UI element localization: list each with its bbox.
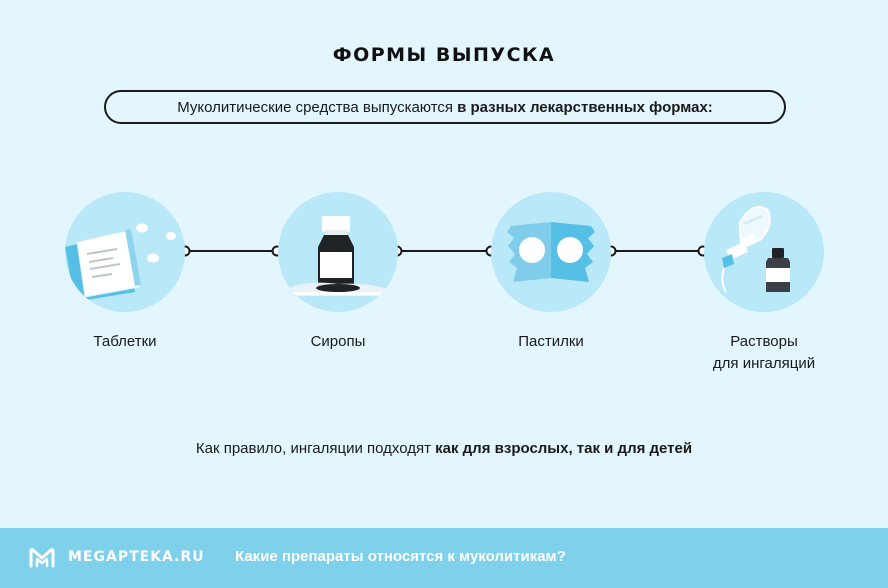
form-label-inhalation: Растворы для ингаляций <box>664 331 864 375</box>
page-title: ФОРМЫ ВЫПУСКА <box>332 44 556 66</box>
form-label-syrups: Сиропы <box>310 333 366 350</box>
inhalation-note: Как правило, ингаляции подходят как для … <box>0 440 888 457</box>
form-label-inhalation-line1: Растворы <box>730 333 798 350</box>
intro-banner: Муколитические средства выпускаются в ра… <box>104 90 786 124</box>
syrup-bottle-icon <box>278 192 398 312</box>
form-label-inhalation-line2: для ингаляций <box>712 355 816 372</box>
inhaler-solution-icon <box>704 192 824 312</box>
note-text: Как правило, ингаляции подходят <box>195 440 431 457</box>
megapteka-logo-icon[interactable] <box>28 547 56 569</box>
footer-article-link[interactable]: Какие препараты относятся к муколитикам? <box>235 548 566 565</box>
footer-bar: MEGAPTEKA.RU Какие препараты относятся к… <box>0 528 888 588</box>
form-label-lozenges: Пастилки <box>518 333 584 350</box>
intro-text: Муколитические средства выпускаются <box>177 98 454 116</box>
lozenges-icon <box>491 192 611 312</box>
form-label-tablets: Таблетки <box>93 333 157 350</box>
logo-text[interactable]: MEGAPTEKA.RU <box>68 549 205 565</box>
intro-text-bold: в разных лекарственных формах: <box>457 98 713 116</box>
tablets-icon <box>65 192 185 312</box>
note-text-bold: как для взрослых, так и для детей <box>435 440 693 457</box>
